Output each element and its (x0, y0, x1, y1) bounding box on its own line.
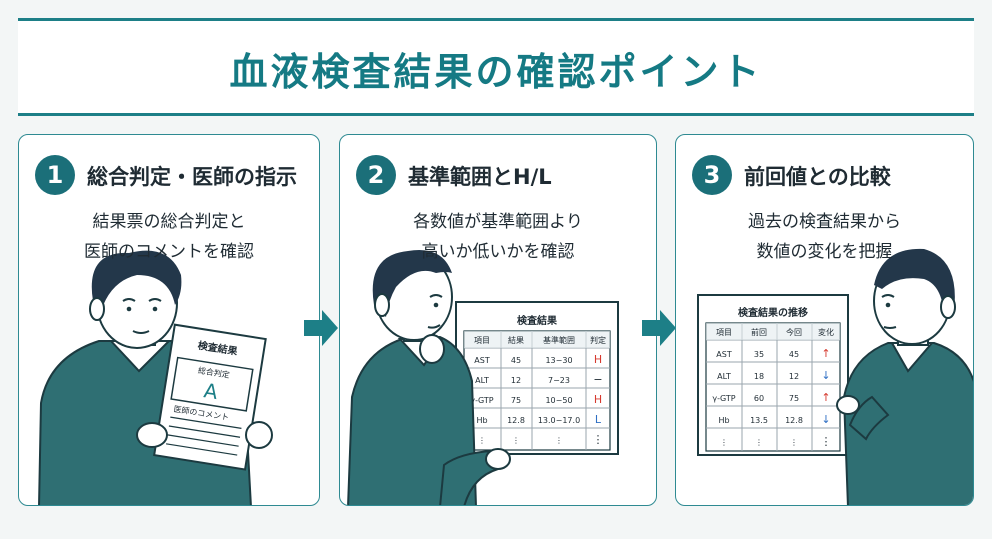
table-header-cell: 前回 (751, 327, 767, 337)
title-banner: 血液検査結果の確認ポイント (18, 18, 974, 116)
table-header-cell: 基準範囲 (543, 335, 575, 345)
step-number-badge: 1 (35, 155, 75, 195)
table-header-cell: 判定 (590, 335, 606, 345)
board-title: 検査結果 (517, 314, 558, 327)
table-cell: ALT (717, 372, 731, 381)
overall-grade: A (202, 378, 220, 404)
table-header-cell: 変化 (818, 327, 834, 337)
table-cell: ⋮ (512, 436, 520, 445)
table-cell: 13−30 (545, 356, 572, 365)
step-number-badge: 2 (356, 155, 396, 195)
table-cell: ↓ (821, 413, 830, 426)
overall-judgment-label: 総合判定 (197, 365, 230, 380)
arrow-right-icon (642, 310, 676, 346)
description-line: 医師のコメントを確認 (84, 242, 254, 262)
table-header-cell: 項目 (716, 328, 732, 337)
table-cell: ⋮ (755, 438, 763, 447)
table-cell: ⋮ (555, 436, 563, 445)
table-cell: AST (716, 350, 732, 359)
board-title: 検査結果の推移 (738, 306, 808, 319)
table-cell: ↑ (821, 391, 830, 404)
card-description: 各数値が基準範囲より 高いか低いかを確認 (340, 207, 656, 267)
table-cell: ↓ (821, 369, 830, 382)
table-cell: 75 (789, 394, 799, 403)
table-cell: 12.8 (507, 416, 525, 425)
page-title: 血液検査結果の確認ポイント (229, 50, 763, 94)
card-heading: 総合判定・医師の指示 (87, 165, 297, 189)
arrow-right-icon (304, 310, 338, 346)
table-cell: ↑ (821, 347, 830, 360)
table-cell: ⋮ (790, 438, 798, 447)
table-cell: 75 (511, 396, 521, 405)
table-cell: ⋮ (821, 435, 832, 448)
description-line: 結果票の総合判定と (92, 212, 246, 232)
person-reading-report-illustration: 検査結果 総合判定 A 医師のコメント (38, 250, 273, 505)
table-cell: Hb (476, 416, 487, 425)
table-cell: 45 (511, 356, 521, 365)
table-cell: ⋮ (720, 438, 728, 447)
table-cell: − (593, 373, 602, 386)
table-header-cell: 項目 (474, 336, 490, 345)
table-cell: L (595, 413, 602, 426)
step-number-badge: 3 (692, 155, 732, 195)
trend-board: 検査結果の推移 項目 前回 今回 変化 AST 35 45 ↑ ALT 18 12 ↓ γ-GTP 60 7… (697, 294, 849, 456)
person-comparing-board-illustration: 検査結果の推移 項目 前回 今回 変化 AST 35 45 ↑ ALT 18 12 ↓ γ-GTP 60 7… (697, 248, 973, 505)
table-cell: 13.0−17.0 (538, 416, 580, 425)
description-line: 高いか低いかを確認 (421, 242, 575, 262)
card-description: 結果票の総合判定と 医師のコメントを確認 (19, 207, 319, 267)
table-cell: 12 (789, 372, 799, 381)
table-cell: 60 (754, 394, 764, 403)
table-cell: 35 (754, 350, 764, 359)
table-header-cell: 今回 (786, 327, 802, 337)
description-line: 数値の変化を把握 (756, 242, 893, 262)
table-cell: γ-GTP (712, 394, 735, 403)
table-cell: AST (474, 356, 490, 365)
card-heading: 前回値との比較 (744, 165, 891, 189)
table-cell: 10−50 (545, 396, 572, 405)
card-previous-comparison: 検査結果の推移 項目 前回 今回 変化 AST 35 45 ↑ ALT 18 12 ↓ γ-GTP 60 7… (675, 134, 974, 506)
table-cell: H (594, 393, 602, 406)
table-cell: Hb (718, 416, 729, 425)
table-cell: 45 (789, 350, 799, 359)
table-cell: ⋮ (478, 436, 486, 445)
table-cell: 12.8 (785, 416, 803, 425)
description-line: 各数値が基準範囲より (413, 212, 583, 232)
description-line: 過去の検査結果から (748, 212, 901, 232)
table-cell: ALT (475, 376, 489, 385)
table-header-cell: 結果 (508, 335, 524, 345)
table-cell: H (594, 353, 602, 366)
table-cell: 18 (754, 372, 764, 381)
card-heading: 基準範囲とH/L (408, 165, 552, 189)
table-cell: 7−23 (548, 376, 570, 385)
table-cell: 12 (511, 376, 521, 385)
card-description: 過去の検査結果から 数値の変化を把握 (676, 207, 973, 267)
table-cell: γ-GTP (470, 396, 493, 405)
table-cell: ⋮ (593, 433, 604, 446)
card-overall-judgment: 検査結果 総合判定 A 医師のコメント 1 総合判定・医師の指示 結果票の総合判… (18, 134, 320, 506)
table-cell: 13.5 (750, 416, 768, 425)
